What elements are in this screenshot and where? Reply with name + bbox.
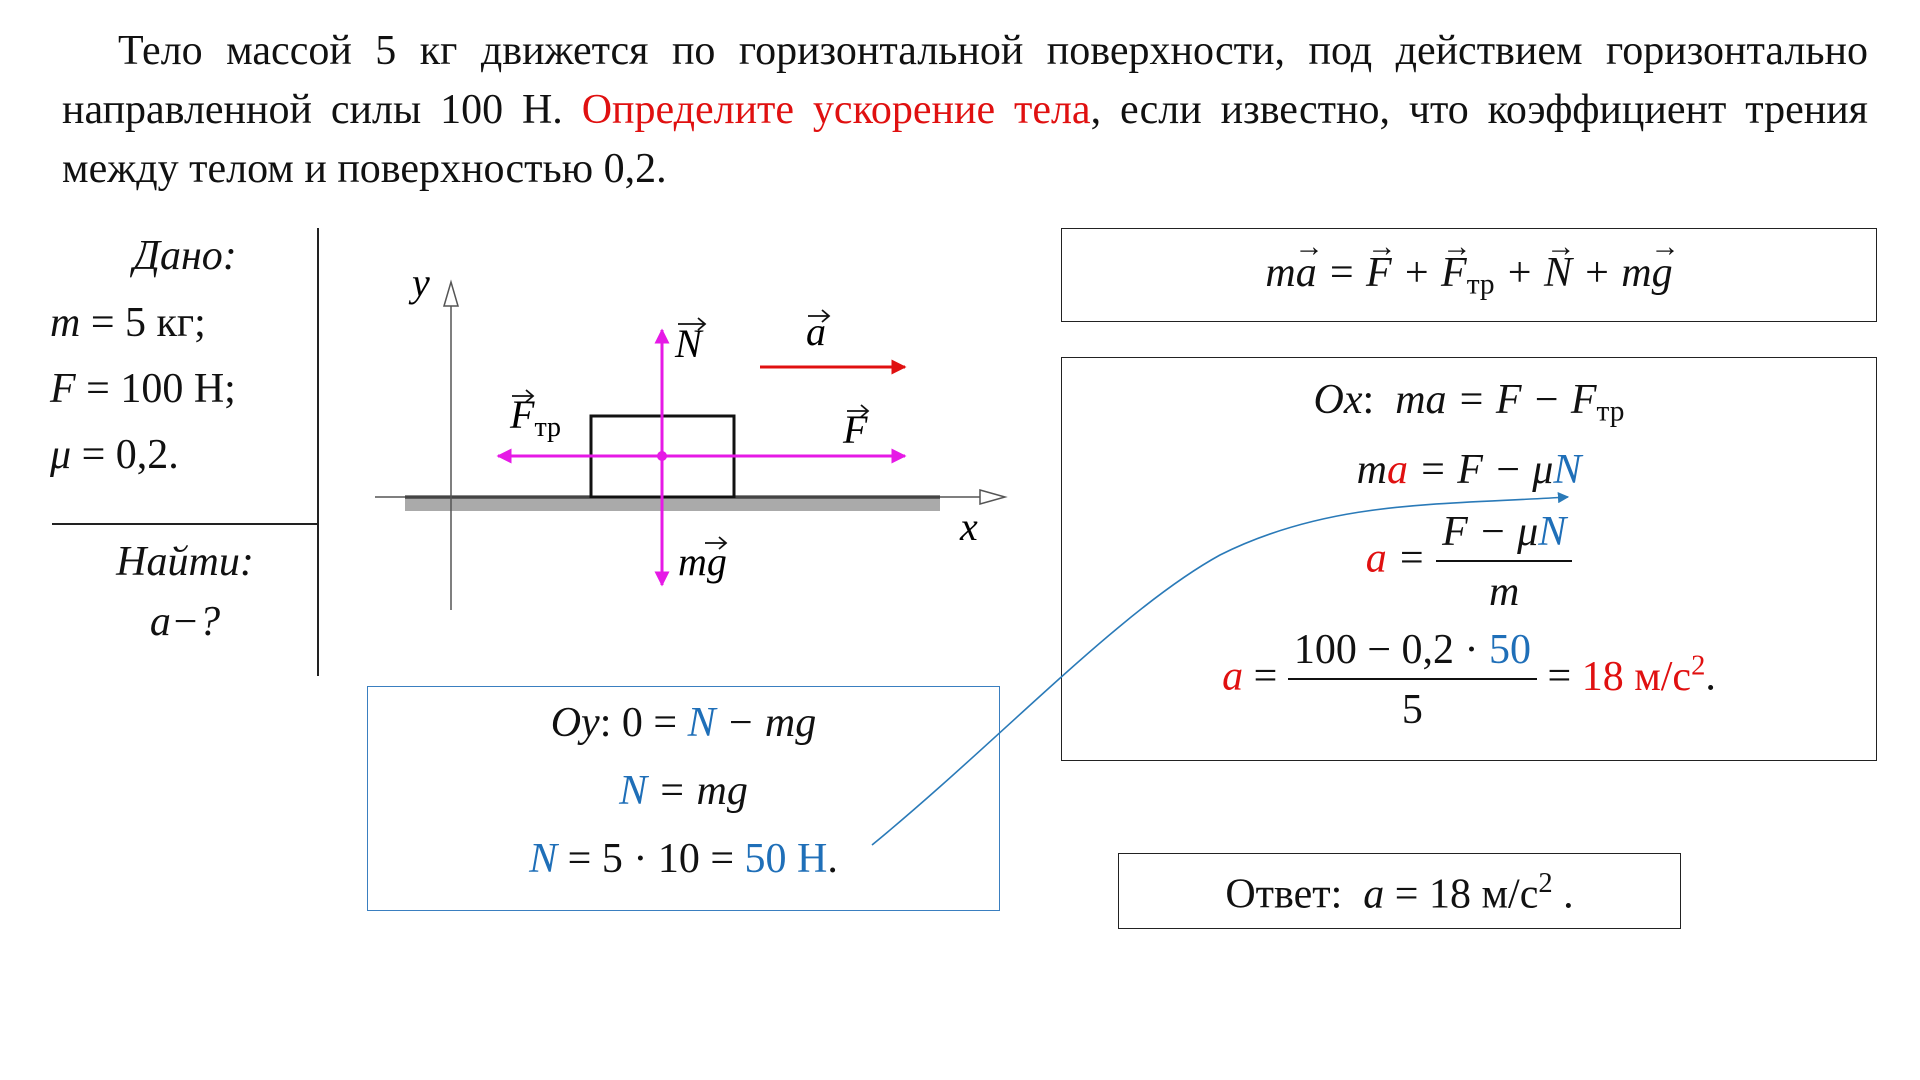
given-mu: μ = 0,2. [50,432,179,478]
given-vertical-divider [317,228,319,676]
find-value: a−? [149,599,221,645]
ox-fraction-2: 100 − 0,2 · 50 5 [1287,626,1537,734]
ox-line-1: Ox: ma = F − Fтр [1313,377,1625,428]
center-of-mass-dot [657,451,667,461]
ox-line-2: ma = F − μN [1356,447,1582,493]
oy-line-2: N = mg [619,768,748,814]
find-heading: Найти: [116,539,254,585]
newton-law-equation: ma = F + Fтр + N + mg [1062,249,1876,301]
problem-text-1: Тело массой 5 кг движется по горизонталь… [62,28,1868,133]
given-heading: Дано: [133,233,237,279]
ox-line-4: a = 100 − 0,2 · 50 5 = 18 м/с2. [1222,626,1716,734]
acceleration-label: a [806,309,826,354]
find-section: Найти: a−? [50,533,320,653]
problem-text-2: , если известно, что коэффициент трения … [62,87,1868,192]
x-axis-label: x [959,504,978,549]
x-axis-arrowhead [979,489,1008,505]
friction-label: Fтр [509,392,561,443]
given-force: F = 100 Н; [50,366,236,412]
given-divider [52,523,318,525]
oy-projection-box: Oy: 0 = N − mg N = mg N = 5 · 10 = 50 Н. [367,686,1000,911]
oy-line-3: N = 5 · 10 = 50 Н. [529,836,838,882]
friction-vector-mark [512,389,535,403]
y-axis-arrowhead [443,279,459,307]
ground-surface [405,497,940,511]
problem-statement: Тело массой 5 кг движется по горизонталь… [62,22,1868,199]
substitution-arrow-path [871,492,1570,846]
oy-line-1: Oy: 0 = N − mg [550,700,817,746]
acceleration-vector-mark [808,309,831,323]
given-section: Дано: m = 5 кг; F = 100 Н; μ = 0,2. [50,228,320,488]
applied-vector-mark [847,404,870,418]
ox-line-3: a = F − μN m [1062,508,1876,616]
answer-box: Ответ: a = 18 м/с2 . [1118,853,1681,929]
newton-law-box: ma = F + Fтр + N + mg [1061,228,1877,322]
answer-text: Ответ: a = 18 м/с2 . [1225,868,1574,918]
gravity-vector-mark [705,536,728,550]
eq-lhs: ma [1265,250,1316,296]
gravity-label: mg [678,539,727,584]
problem-highlight: Определите ускорение тела [581,87,1091,133]
force-diagram: y x N a Fтр F mg [375,260,1008,610]
given-mass: m = 5 кг; [50,300,206,346]
normal-vector-mark [678,317,707,331]
ox-fraction-1: F − μN m [1436,508,1573,616]
y-axis-label: y [408,260,430,305]
ox-projection-box: Ox: ma = F − Fтр ma = F − μN a = F − μN … [1061,357,1877,761]
